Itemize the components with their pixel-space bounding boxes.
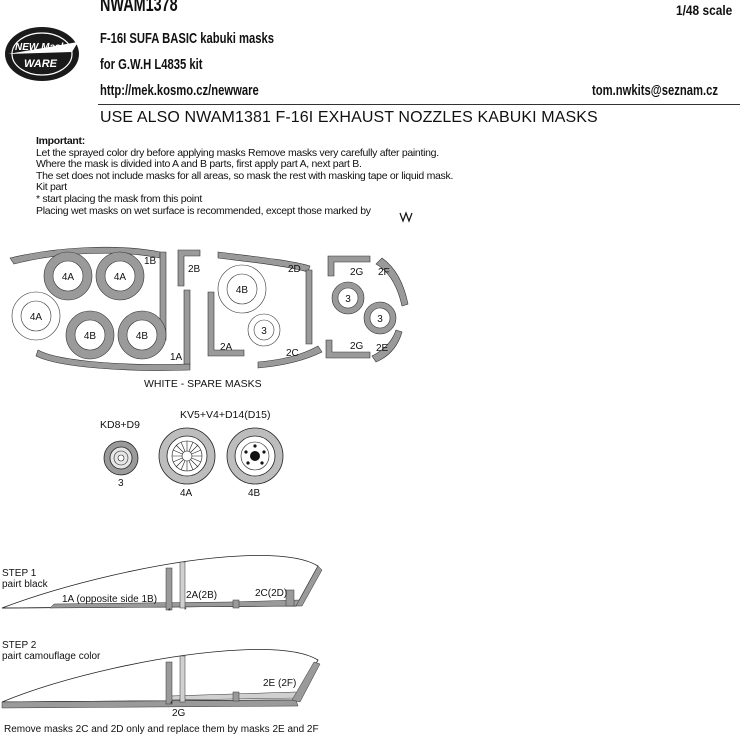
instructions: Important: Let the sprayed color dry bef… — [36, 135, 454, 217]
label-3: 3 — [261, 326, 267, 337]
product-code: NWAM1378 — [100, 0, 178, 16]
label-2g: 2G — [350, 267, 364, 278]
use-also-banner: USE ALSO NWAM1381 F-16I EXHAUST NOZZLES … — [100, 109, 598, 126]
wheel-4a — [158, 427, 216, 485]
instruction-line: Where the mask is divided into A and B p… — [36, 158, 362, 171]
logo-text-top: NEW Masks — [15, 42, 72, 53]
instruction-line: * start placing the mask from this point — [36, 192, 202, 205]
title-line-2: for G.W.H L4835 kit — [100, 56, 203, 73]
label-3: 3 — [345, 294, 351, 305]
label-1b: 1B — [144, 256, 157, 267]
label-4b: 4B — [136, 331, 149, 342]
spare-masks-caption: WHITE - SPARE MASKS — [144, 378, 262, 390]
step1-label-1a: 1A (opposite side 1B) — [62, 594, 157, 605]
start-asterisk: * — [184, 607, 187, 614]
label-4a: 4A — [114, 272, 127, 283]
website-url: http://mek.kosmo.cz/newware — [100, 82, 259, 99]
newware-logo: NEW Masks WARE — [5, 27, 79, 81]
wheel-label-4a: 4A — [180, 488, 193, 499]
wheels: KD8+D9 KV5+V4+D14(D15) 3 — [100, 409, 284, 499]
kit-part-small-label: KD8+D9 — [100, 419, 140, 431]
mask-circles — [11, 251, 397, 360]
label-4a: 4A — [30, 312, 43, 323]
sheet-labels: 4A 4A 4A 4B 4B 4B 3 3 3 1B 1A 2B 2A 2D 2… — [30, 256, 390, 390]
start-asterisk: * — [170, 701, 173, 708]
header-divider — [98, 104, 740, 105]
label-1a: 1A — [170, 352, 183, 363]
step1-title: STEP 1 — [2, 568, 37, 579]
label-4b: 4B — [236, 285, 249, 296]
step1-label-2a: 2A(2B) — [186, 590, 217, 601]
wheel-small — [103, 440, 139, 476]
label-4a: 4A — [62, 272, 75, 283]
label-2a: 2A — [220, 342, 233, 353]
instructions-heading: Important: — [36, 135, 85, 147]
email-address: tom.nwkits@seznam.cz — [592, 82, 719, 99]
kit-part-large-label: KV5+V4+D14(D15) — [180, 409, 270, 421]
logo-text-bottom: WARE — [24, 58, 58, 70]
step-1: STEP 1 pairt black * * 1A (opposite side… — [1, 555, 323, 615]
wheel-4b — [226, 427, 284, 485]
label-2f: 2F — [378, 267, 390, 278]
instruction-line: Placing wet masks on wet surface is reco… — [36, 204, 371, 217]
step1-label-2c: 2C(2D) — [255, 588, 287, 599]
step2-label-2g: 2G — [172, 708, 186, 719]
wet-mask-symbol — [399, 211, 413, 223]
label-2g: 2G — [350, 341, 364, 352]
step2-label-2e: 2E (2F) — [263, 678, 296, 689]
title-line-1: F-16I SUFA BASIC kabuki masks — [100, 30, 275, 47]
step2-footer-note: Remove masks 2C and 2D only and replace … — [4, 724, 319, 734]
start-asterisk: * — [168, 608, 171, 615]
label-4b: 4B — [84, 331, 97, 342]
mask-sheet — [9, 246, 409, 371]
label-2e: 2E — [376, 343, 389, 354]
step-2: STEP 2 pairt camouflage color * 2E (2F) … — [1, 640, 321, 734]
label-2c: 2C — [286, 348, 299, 359]
label-2d: 2D — [288, 264, 301, 275]
wheel-label-4b: 4B — [248, 488, 261, 499]
wheel-label-3: 3 — [118, 478, 124, 489]
instruction-line: Let the sprayed color dry before applyin… — [36, 146, 439, 159]
step2-subtitle: pairt camouflage color — [2, 651, 101, 662]
instruction-line: The set does not include masks for all a… — [36, 169, 454, 182]
scale-label: 1/48 scale — [676, 2, 733, 18]
label-2b: 2B — [188, 264, 201, 275]
instruction-line: Kit part — [36, 181, 67, 194]
label-3: 3 — [377, 314, 383, 325]
step2-title: STEP 2 — [2, 640, 37, 651]
step1-subtitle: pairt black — [2, 579, 49, 590]
